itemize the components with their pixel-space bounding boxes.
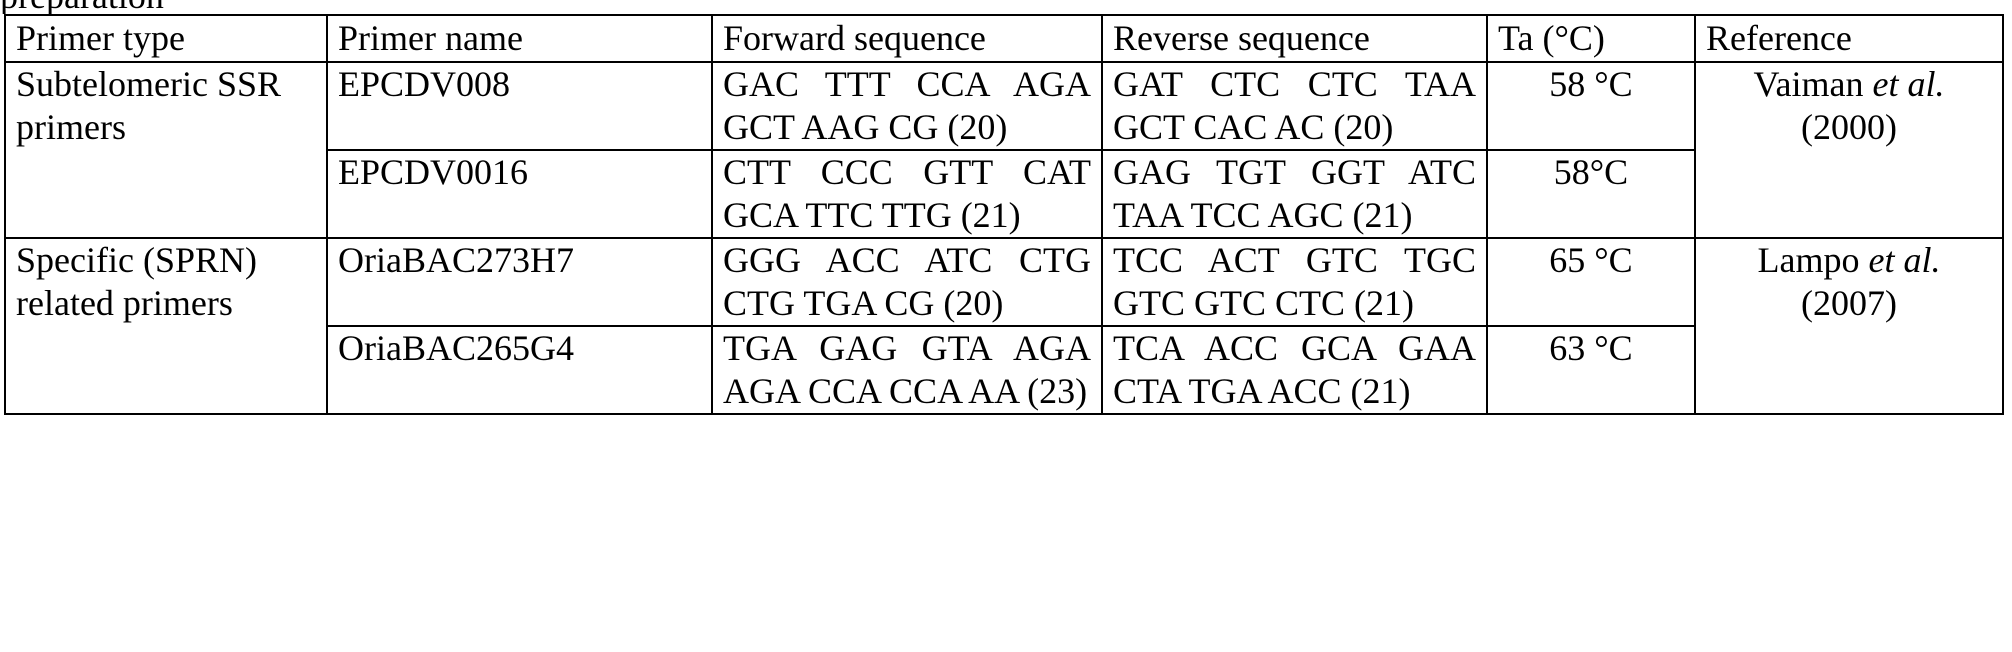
primer-name-cell: OriaBAC265G4 (326, 325, 713, 415)
table-row: OriaBAC265G4 TGA GAG GTA AGA AGA CCA CCA… (5, 325, 2003, 415)
primer-type-cell: Specific (SPRN) related primers (4, 237, 328, 415)
table-row: Subtelomeric SSR primers EPCDV008 GAC TT… (4, 61, 2004, 239)
header-row: Primer type Primer name Forward sequence… (4, 14, 2004, 63)
header-reference: Reference (1694, 14, 2004, 63)
table-row: Specific (SPRN) related primers OriaBAC2… (4, 237, 2004, 415)
primer-type-cell: Subtelomeric SSR primers (4, 61, 328, 239)
primer-table: Primer type Primer name Forward sequence… (4, 14, 2004, 415)
primer-name-cell: OriaBAC273H7 (326, 237, 713, 327)
forward-sequence-cell: CTT CCC GTT CAT GCA TTC TTG (21) (711, 149, 1103, 239)
ta-cell: 63 °C (1486, 325, 1696, 415)
reference-year: (2007) (1801, 283, 1897, 323)
header-reverse-sequence: Reverse sequence (1101, 14, 1488, 63)
reference-cell: Lampo et al. (2007) (1694, 237, 2004, 415)
reverse-sequence-cell: TCA ACC GCA GAA CTA TGA ACC (21) (1101, 325, 1488, 415)
ta-cell: 58°C (1486, 149, 1696, 239)
primer-name-cell: EPCDV008 (326, 61, 713, 151)
header-ta: Ta (°C) (1486, 14, 1696, 63)
ta-cell: 65 °C (1486, 237, 1696, 327)
forward-sequence-cell: TGA GAG GTA AGA AGA CCA CCA AA (23) (711, 325, 1103, 415)
forward-sequence-cell: GAC TTT CCA AGA GCT AAG CG (20) (711, 61, 1103, 151)
reference-etal: et al. (1868, 240, 1941, 280)
header-forward-sequence: Forward sequence (711, 14, 1103, 63)
reference-year: (2000) (1801, 107, 1897, 147)
reverse-sequence-cell: TCC ACT GTC TGC GTC GTC CTC (21) (1101, 237, 1488, 327)
reference-author: Vaiman (1753, 64, 1864, 104)
reverse-sequence-cell: GAT CTC CTC TAA GCT CAC AC (20) (1101, 61, 1488, 151)
forward-sequence-cell: GGG ACC ATC CTG CTG TGA CG (20) (711, 237, 1103, 327)
table-row: EPCDV0016 CTT CCC GTT CAT GCA TTC TTG (2… (5, 149, 2003, 239)
header-primer-type: Primer type (4, 14, 328, 63)
reference-etal: et al. (1872, 64, 1945, 104)
primer-name-cell: EPCDV0016 (326, 149, 713, 239)
header-primer-name: Primer name (326, 14, 713, 63)
ta-cell: 58 °C (1486, 61, 1696, 151)
reference-author: Lampo (1757, 240, 1860, 280)
reference-cell: Vaiman et al. (2000) (1694, 61, 2004, 239)
reverse-sequence-cell: GAG TGT GGT ATC TAA TCC AGC (21) (1101, 149, 1488, 239)
cut-off-text-line: preparation (0, 0, 164, 14)
